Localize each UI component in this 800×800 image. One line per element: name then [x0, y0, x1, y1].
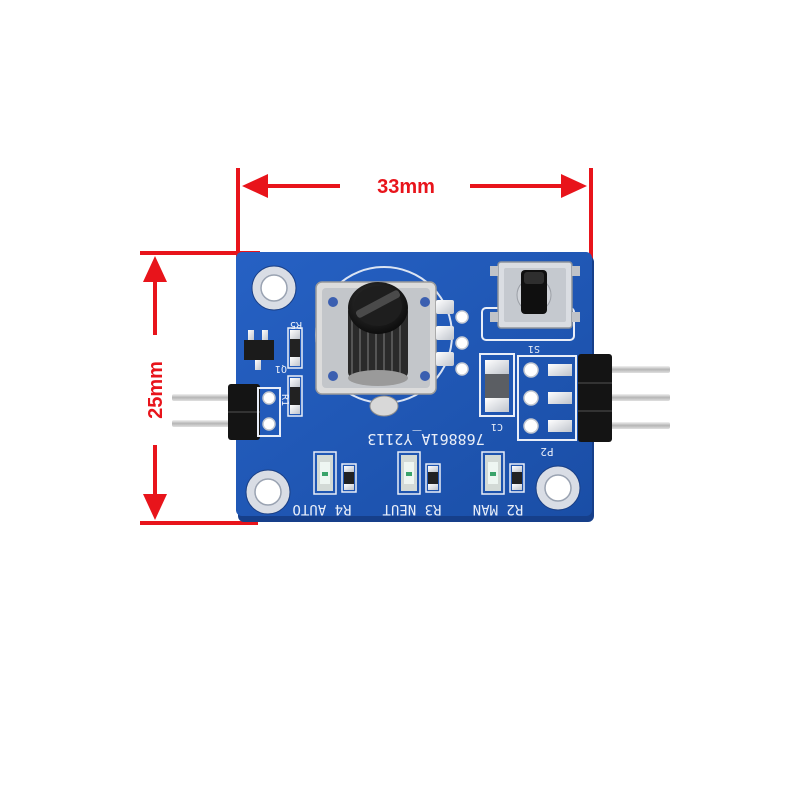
height-label: 25mm	[145, 361, 167, 419]
transistor-q1	[244, 330, 274, 370]
mounting-hole-bottom-left	[245, 469, 291, 515]
silk-label-neut: R3 NEUT	[382, 501, 442, 517]
led-auto	[313, 451, 357, 495]
left-header	[172, 394, 238, 427]
resistor-r1	[287, 375, 303, 417]
silk-s1: S1	[528, 343, 540, 354]
led-neut	[397, 451, 441, 495]
capacitor-c1	[479, 353, 515, 417]
width-label: 33mm	[377, 176, 435, 198]
right-pin-3	[600, 422, 670, 429]
resistor-r5	[287, 327, 303, 369]
silk-p2: P2	[540, 445, 553, 458]
led-man	[481, 451, 525, 495]
right-header-p2	[517, 354, 612, 442]
tactile-switch	[481, 261, 580, 341]
left-pin-top	[172, 394, 238, 401]
height-arrowhead-top	[143, 256, 167, 282]
silk-r5: R5	[290, 319, 302, 330]
silk-part-code: 768861A_Y2113	[367, 430, 484, 448]
silk-label-auto: R4 AUTO	[292, 501, 351, 517]
mounting-hole-top-left	[251, 265, 297, 311]
silk-c1: C1	[491, 421, 503, 432]
height-arrowhead-bottom	[143, 494, 167, 520]
pcb-board: R5 Q1 R1 S1 C1 P2 768861A_Y2113 R4 AUTO …	[228, 252, 612, 522]
silk-label-man: R2 MAN	[473, 501, 524, 517]
silk-q1: Q1	[275, 363, 287, 374]
encoder-knob	[348, 282, 408, 386]
right-pin-2	[600, 394, 670, 401]
width-dimension: 33mm	[236, 168, 593, 278]
silk-r1: R1	[279, 394, 290, 406]
left-pin-bottom	[172, 420, 238, 427]
left-header-housing	[228, 384, 281, 440]
right-header-pins	[600, 366, 670, 429]
mounting-hole-bottom-right	[535, 465, 581, 511]
width-arrowhead-left	[242, 174, 268, 198]
width-arrowhead-right	[561, 174, 587, 198]
right-pin-1	[600, 366, 670, 373]
